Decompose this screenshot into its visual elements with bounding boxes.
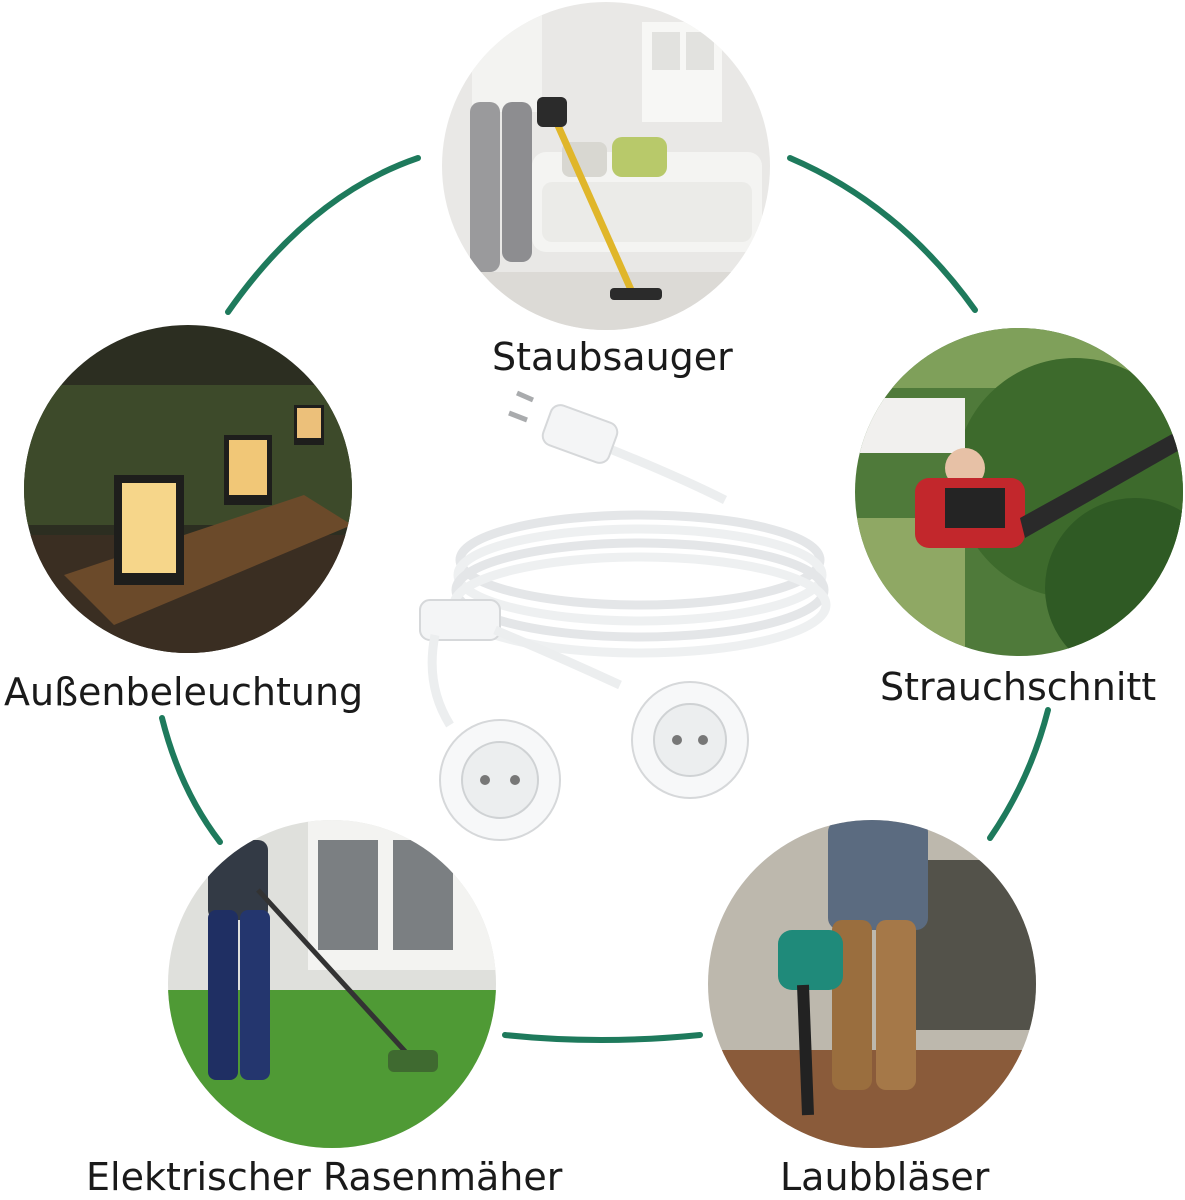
ring-arc-right	[987, 707, 1051, 841]
hedge-photo	[855, 328, 1183, 656]
blower-label: Laubbläser	[780, 1155, 990, 1199]
vacuum-photo	[442, 2, 770, 330]
ring-arc-top-right	[787, 155, 978, 313]
y-splitter-cable-icon	[419, 390, 831, 841]
vacuum-label: Staubsauger	[492, 335, 733, 379]
ring-arc-bottom	[502, 1032, 703, 1043]
hedge-label: Strauchschnitt	[880, 665, 1157, 709]
blower-photo	[708, 820, 1036, 1148]
outdoor-light-label: Außenbeleuchtung	[4, 670, 364, 714]
ring-arc-top-left	[225, 155, 421, 315]
mower-label: Elektrischer Rasenmäher	[86, 1155, 563, 1199]
ring-arc-left	[159, 715, 223, 845]
mower-photo	[168, 820, 496, 1148]
outdoor-light-photo	[24, 325, 352, 653]
